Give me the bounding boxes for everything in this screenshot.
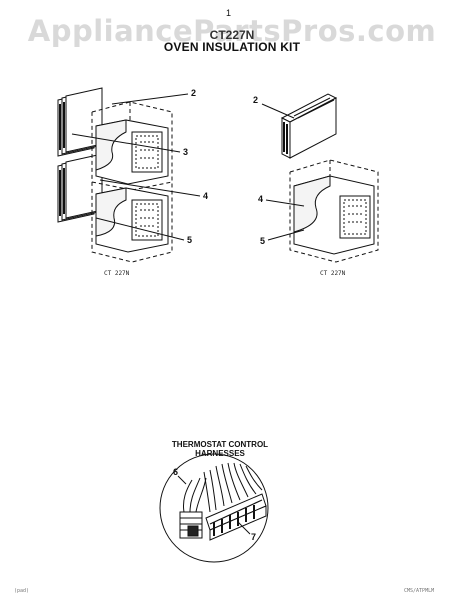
left-callout-5: 5 [187,235,193,245]
right-leader-5 [267,229,305,241]
left-callout-3: 3 [183,147,189,157]
right-callout-4: 4 [258,194,264,204]
thermo-leader-7 [237,521,251,535]
watermark: AppliancePartsPros.com [27,14,437,48]
right-figure-caption: CT 227N [320,270,346,277]
left-leader-2 [111,93,189,105]
left-insulation-panel-lower [57,153,103,223]
thermostat-title-line-1: THERMOSTAT CONTROL [171,440,269,449]
right-callout-2: 2 [253,95,259,105]
right-insulation-panel [280,93,338,159]
left-insulation-panel-upper [57,87,103,157]
left-oven-outline [91,101,173,263]
thermo-callout-7: 7 [251,532,257,542]
thermostat-harness-detail [159,453,269,563]
page-title: OVEN INSULATION KIT [163,40,301,54]
harness-connector-7 [205,493,267,541]
right-leader-2 [261,103,295,119]
left-callout-4: 4 [203,191,209,201]
left-cavity-wrap-upper [95,119,169,185]
footer-left-mark: (pad) [14,588,30,594]
thermostat-section-title: THERMOSTAT CONTROL HARNESSES [130,440,310,458]
thermo-leader-6 [177,475,187,485]
model-number: CT227N [209,28,255,42]
left-callout-2: 2 [191,88,197,98]
left-leader-3 [71,133,181,153]
left-cavity-wrap-lower [95,187,169,253]
harness-wire-bundle [203,462,263,513]
footer-right-mark: CMS/ATPMLM [404,588,435,594]
harness-connector-6 [179,477,207,539]
right-leader-4 [265,199,305,207]
right-oven-outline [289,159,379,263]
right-callout-5: 5 [260,236,266,246]
left-leader-4 [99,179,201,197]
page-number: 1 [226,8,232,18]
left-leader-5 [95,217,185,241]
thermostat-title-line-2: HARNESSES [195,449,245,458]
left-figure-caption: CT 227N [104,270,130,277]
right-cavity-wrap [293,175,375,255]
thermo-callout-6: 6 [173,467,179,477]
